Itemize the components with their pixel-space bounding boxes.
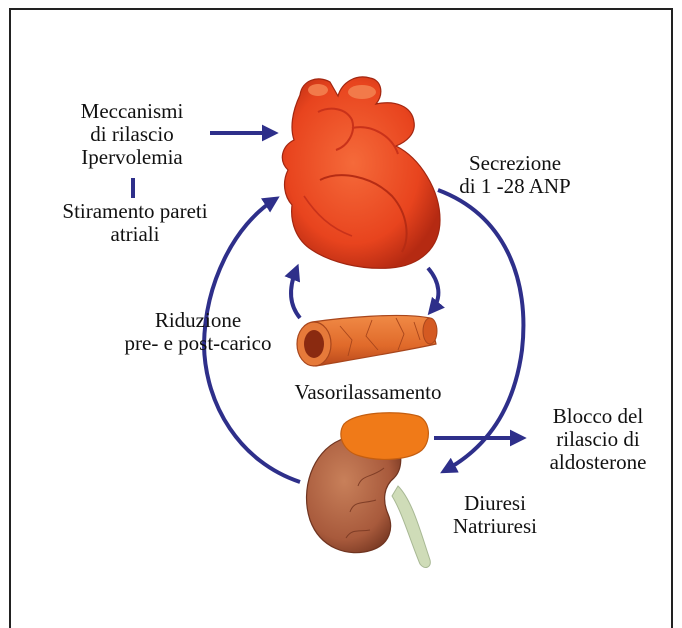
label-aldosterone-block: Blocco del rilascio di aldosterone [528, 405, 668, 474]
kidney-illustration [307, 413, 431, 568]
label-diuresis: Diuresi Natriuresi [430, 492, 560, 538]
label-vasorelaxation: Vasorilassamento [268, 381, 468, 404]
label-atrial-stretch: Stiramento pareti atriali [40, 200, 230, 246]
heart-illustration [282, 77, 440, 268]
label-secretion: Secrezione di 1 -28 ANP [450, 152, 580, 198]
label-release-mechanisms: Meccanismi di rilascio Ipervolemia [62, 100, 202, 169]
arrow-heart-to-vessel [428, 268, 438, 310]
label-load-reduction: Riduzione pre- e post-carico [100, 309, 296, 355]
arrow-heart-to-kidney [438, 190, 523, 470]
blood-vessel-illustration [297, 315, 437, 366]
